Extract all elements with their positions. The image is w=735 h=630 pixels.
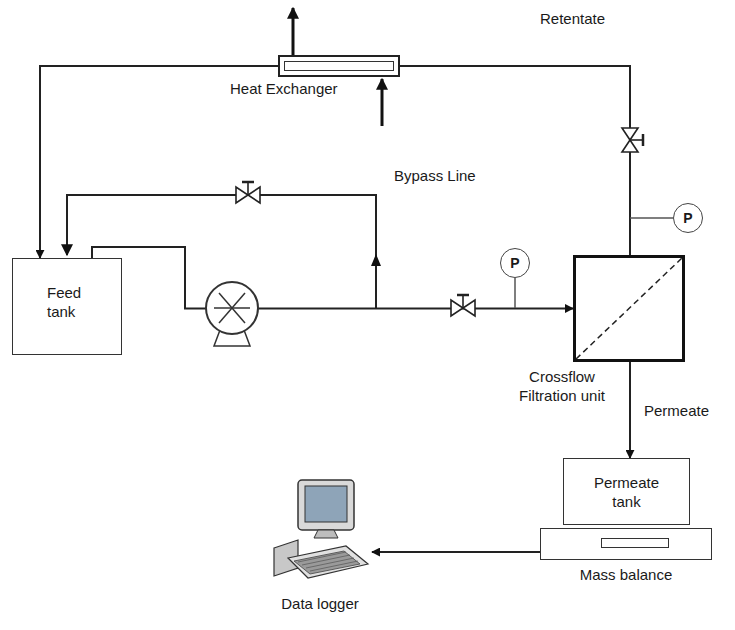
flow-connector bbox=[400, 66, 630, 255]
flow-connector bbox=[629, 362, 631, 458]
inlet-valve bbox=[451, 295, 475, 316]
heat-exchanger: Heat Exchanger bbox=[278, 55, 400, 77]
membrane-symbol bbox=[576, 258, 682, 359]
computer-icon bbox=[268, 478, 372, 592]
node-text: Crossflow Filtration unit bbox=[503, 367, 621, 405]
node-text: Data logger bbox=[281, 594, 359, 613]
pressure-gauge: P bbox=[673, 203, 703, 233]
crossflow-filtration-unit: Crossflow Filtration unit bbox=[573, 255, 685, 362]
feed-tank: Feed tank bbox=[12, 258, 122, 355]
pressure-gauge: P bbox=[500, 248, 530, 278]
pump-symbol bbox=[206, 282, 258, 346]
stream-label: Retentate bbox=[538, 9, 607, 28]
node-text: P bbox=[674, 204, 702, 232]
node-text: Feed tank bbox=[47, 283, 99, 321]
node-text: Permeate tank bbox=[582, 473, 672, 511]
flow-connector bbox=[92, 247, 573, 309]
permeate-tank: Permeate tank bbox=[563, 458, 690, 525]
node-text: Mass balance bbox=[580, 565, 673, 584]
mass-balance: Mass balance bbox=[540, 528, 712, 560]
flow-arrow bbox=[371, 254, 381, 266]
node-text: Heat Exchanger bbox=[230, 79, 338, 98]
gauge-stem bbox=[630, 217, 673, 219]
coolant-out-arrow bbox=[292, 8, 295, 55]
node-text: P bbox=[501, 249, 529, 277]
retentate-valve bbox=[622, 128, 643, 152]
line-label: Bypass Line bbox=[392, 166, 478, 185]
coolant-in-arrow bbox=[381, 79, 384, 126]
balance-display bbox=[601, 538, 669, 548]
bypass-valve bbox=[236, 182, 260, 203]
edge-label: Permeate bbox=[642, 401, 711, 420]
data-logger: Data logger bbox=[268, 478, 372, 592]
gauge-stem bbox=[514, 278, 516, 308]
exchanger-tube bbox=[284, 61, 394, 71]
membrane-line bbox=[576, 258, 682, 359]
flow-connector bbox=[372, 551, 540, 553]
